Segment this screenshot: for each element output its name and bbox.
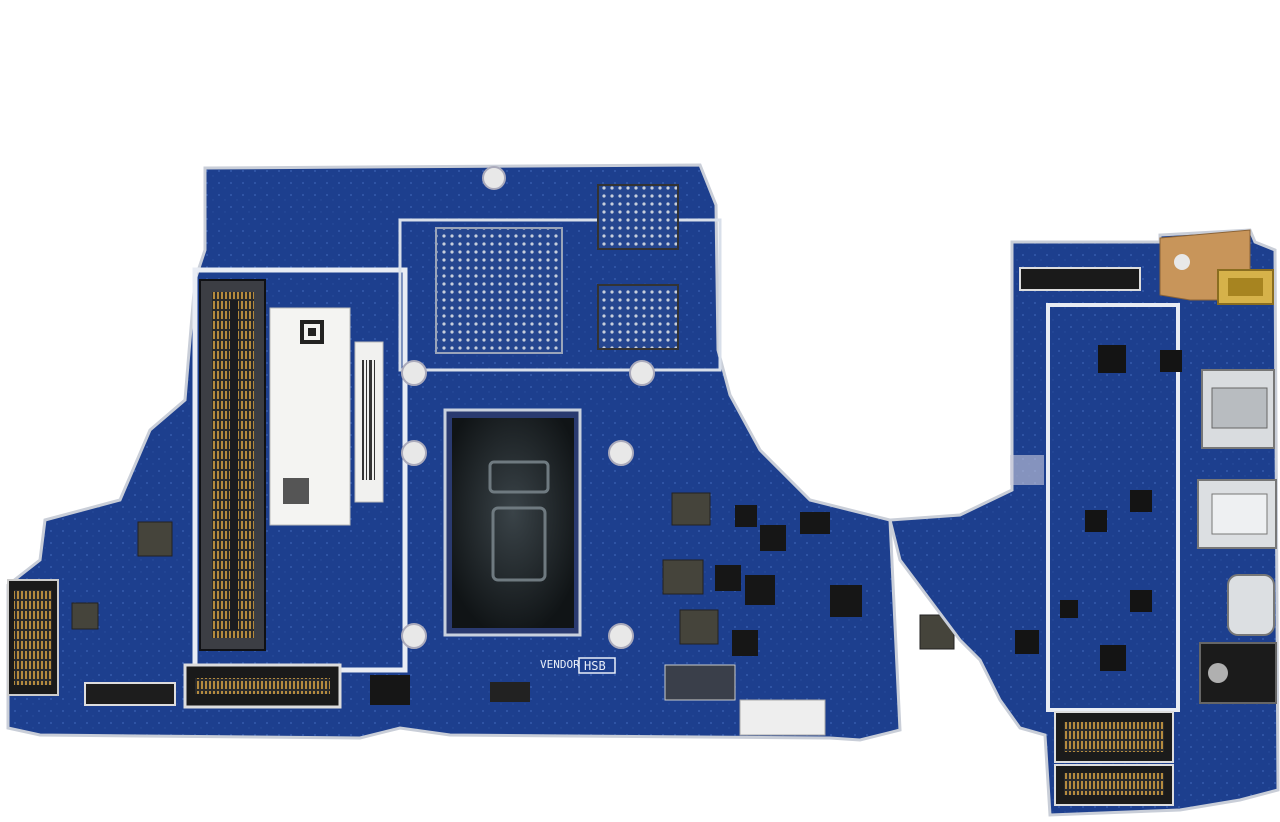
usb-a-port	[1197, 479, 1277, 549]
usb-c-port	[1227, 574, 1275, 636]
memory-chips	[597, 184, 679, 350]
top-ribbon-connector	[1019, 267, 1141, 291]
vendor-marking: VENDOR HSB	[540, 657, 616, 674]
m2-connector-right	[1054, 711, 1174, 806]
m2-connector	[7, 579, 59, 696]
small-ics	[1015, 345, 1182, 671]
qr-label-sticker	[269, 307, 384, 526]
hsb-text: HSB	[584, 659, 606, 673]
so-dimm-slot	[199, 279, 266, 651]
audio-jack	[1199, 642, 1277, 704]
bottom-connectors	[84, 663, 736, 709]
mosfets	[370, 505, 862, 705]
vendor-text: VENDOR	[540, 658, 580, 671]
bga-chip	[435, 227, 563, 354]
cpu-package	[443, 408, 582, 637]
hdmi-port	[1201, 369, 1275, 449]
io-board	[888, 228, 1280, 817]
dc-in-port	[1159, 229, 1274, 305]
bottom-label	[739, 699, 826, 736]
